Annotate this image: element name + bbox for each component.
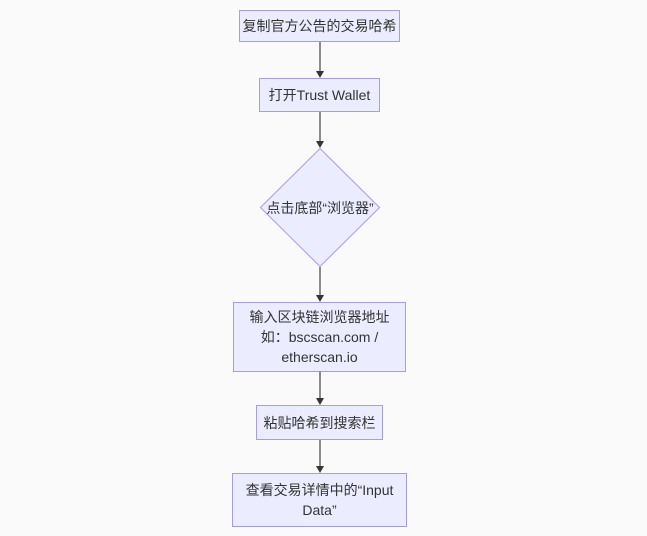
arrowhead-down-icon [315, 295, 324, 302]
node-label-line: Data” [302, 502, 337, 518]
node-label: 粘贴哈希到搜索栏 [263, 414, 376, 431]
flow-node-paste-hash: 粘贴哈希到搜索栏 [256, 405, 383, 440]
edge-copy-hash-to-open-trust-wallet [315, 42, 324, 78]
edge-paste-hash-to-view-input-data [315, 440, 324, 473]
flow-node-tap-browser: 点击底部“浏览器” [260, 148, 380, 267]
edge-line [318, 112, 321, 141]
edge-enter-explorer-url-to-paste-hash [315, 371, 324, 405]
diamond-shape [260, 148, 380, 267]
arrowhead-down-icon [315, 71, 324, 78]
edge-line [318, 42, 321, 71]
arrowhead-down-icon [315, 398, 324, 405]
edge-tap-browser-to-enter-explorer-url [315, 267, 324, 302]
edge-line [318, 440, 321, 466]
edge-line [318, 267, 321, 295]
node-label-line: etherscan.io [281, 349, 358, 365]
node-label: 复制官方公告的交易哈希 [242, 18, 397, 34]
node-label-line: 输入区块链浏览器地址 [249, 309, 390, 325]
flow-node-copy-hash: 复制官方公告的交易哈希 [239, 10, 400, 42]
node-label: 点击底部“浏览器” [266, 199, 374, 216]
node-label-line: 查看交易详情中的“Input [245, 482, 394, 498]
flow-node-enter-explorer-url: 输入区块链浏览器地址 如：bscscan.com / etherscan.io [233, 302, 406, 372]
node-label-line: 如：bscscan.com / [260, 329, 379, 345]
edge-line [318, 371, 321, 398]
arrowhead-down-icon [315, 466, 324, 473]
arrowhead-down-icon [315, 141, 324, 148]
node-label: 打开Trust Wallet [268, 87, 371, 103]
flow-node-open-trust-wallet: 打开Trust Wallet [259, 78, 380, 112]
edge-open-trust-wallet-to-tap-browser [315, 112, 324, 148]
flow-node-view-input-data: 查看交易详情中的“Input Data” [232, 473, 407, 527]
